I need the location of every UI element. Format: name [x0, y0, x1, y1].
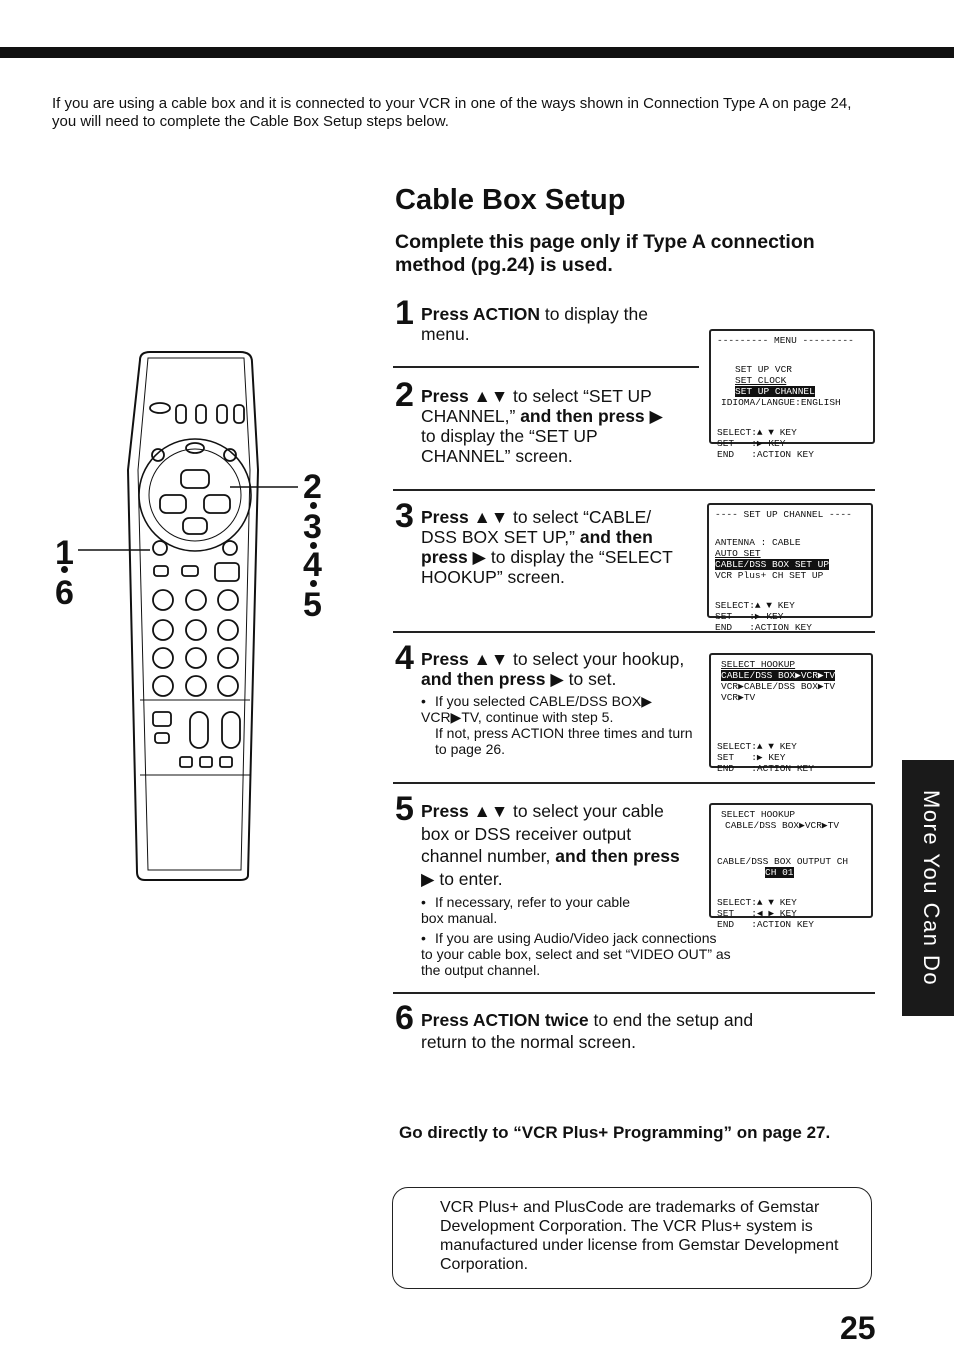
step-number: 2 — [395, 376, 414, 414]
page-title: Cable Box Setup — [395, 184, 626, 216]
screen-footer: END :ACTION KEY — [717, 449, 814, 460]
screen-line: VCR▶TV — [721, 692, 756, 703]
screen-line: SELECT HOOKUP — [721, 809, 796, 820]
step-note: If you selected CABLE/DSS BOX▶ VCR▶TV, c… — [421, 693, 652, 725]
screen-highlight: SET UP CHANNEL — [735, 386, 815, 397]
callout-step-6: 6 — [55, 574, 74, 612]
step-note: If not, press ACTION three times and tur… — [435, 725, 693, 757]
step-action: Press ACTION twice — [421, 1010, 589, 1030]
step-number: 5 — [395, 790, 414, 828]
screen-line: IDIOMA/LANGUE:ENGLISH — [721, 397, 841, 408]
top-rule — [0, 47, 954, 58]
step-action: and then press — [520, 406, 645, 426]
step-number: 3 — [395, 497, 414, 535]
step-text: to select your hookup, — [508, 649, 685, 669]
page-subtitle: Complete this page only if Type A connec… — [395, 231, 815, 276]
screen-footer: END :ACTION KEY — [717, 919, 814, 930]
screen-line: AUTO SET — [715, 548, 761, 559]
step-text: to select “CABLE/ DSS BOX SET UP,” — [421, 507, 652, 547]
trademark-text: VCR Plus+ and PlusCode are trademarks of… — [440, 1199, 839, 1273]
step-action: Press ACTION — [421, 304, 540, 324]
section-side-tab: More You Can Do — [902, 760, 954, 1016]
callout-step-4: 4 — [303, 546, 322, 584]
step-action: and then press ▶ — [421, 527, 653, 567]
screen-line: SET UP VCR — [735, 364, 793, 375]
side-tab-label: More You Can Do — [919, 789, 944, 987]
step-note: If necessary, refer to your cable box ma… — [421, 894, 631, 926]
screen-footer: END :ACTION KEY — [717, 763, 814, 774]
callout-step-1: 1 — [55, 534, 74, 572]
screen-footer: SET :◀ ▶ KEY — [717, 908, 797, 919]
step-action: Press ▲▼ — [421, 649, 509, 669]
screen-footer: SET :▶ KEY — [715, 611, 784, 622]
screen-highlight: CH 01 — [765, 867, 794, 878]
screen-footer: SET :▶ KEY — [717, 752, 786, 763]
screen-line: SET CLOCK — [735, 375, 787, 386]
screen-footer: SELECT:▲ ▼ KEY — [717, 897, 797, 908]
screen-footer: SELECT:▲ ▼ KEY — [715, 600, 795, 611]
step-text: to select your cable box or DSS receiver… — [421, 801, 664, 866]
step-text: to enter. — [434, 868, 503, 889]
callout-dot — [310, 542, 317, 549]
step-text: to set. — [563, 669, 617, 689]
screen-line: CABLE/DSS BOX OUTPUT CH — [717, 856, 849, 867]
step-action: and then press ▶ — [421, 846, 680, 889]
screen-header: ---- SET UP CHANNEL ---- — [715, 509, 852, 520]
screen-footer: SET :▶ KEY — [717, 438, 786, 449]
divider — [393, 366, 699, 368]
callout-step-5: 5 — [303, 586, 322, 624]
goto-instruction: Go directly to “VCR Plus+ Programming” o… — [399, 1123, 831, 1142]
callout-dot — [61, 566, 68, 573]
screen-line: CABLE/DSS BOX▶VCR▶TV — [725, 820, 840, 831]
divider — [393, 631, 875, 633]
step-number: 4 — [395, 639, 414, 677]
callout-dot — [310, 580, 317, 587]
divider — [393, 782, 875, 784]
callout-dot — [310, 502, 317, 509]
screen-highlight: CABLE/DSS BOX SET UP — [715, 559, 830, 570]
screen-line: ANTENNA : CABLE — [715, 537, 801, 548]
step-text: to display the menu. — [421, 304, 648, 344]
screen-footer: SELECT:▲ ▼ KEY — [717, 427, 797, 438]
step-action: Press ▲▼ — [421, 801, 509, 821]
callout-step-3: 3 — [303, 508, 322, 546]
step-action: Press ▲▼ — [421, 386, 509, 406]
screen-line: SELECT HOOKUP — [721, 659, 796, 670]
step-action: Press ▲▼ — [421, 507, 509, 527]
screen-line: VCR Plus+ CH SET UP — [715, 570, 824, 581]
remote-control-illustration — [78, 351, 298, 881]
step-text: to select “SET UP CHANNEL,” — [421, 386, 652, 426]
step-text: to end the setup and return to the norma… — [421, 1010, 754, 1052]
divider — [393, 992, 875, 994]
screen-footer: SELECT:▲ ▼ KEY — [717, 741, 797, 752]
callout-step-2: 2 — [303, 468, 322, 506]
step-number: 6 — [395, 999, 414, 1037]
trademark-box — [392, 1187, 872, 1289]
setup-channel-screen: ---- SET UP CHANNEL ---- ANTENNA : CABLE… — [707, 503, 873, 633]
screen-highlight: CABLE/DSS BOX▶VCR▶TV — [721, 670, 836, 681]
screen-header: --------- MENU --------- — [717, 335, 854, 346]
step-text: ▶ to display the “SET UP CHANNEL” screen… — [421, 406, 663, 466]
screen-footer: END :ACTION KEY — [715, 622, 812, 633]
step-text: to display the “SELECT HOOKUP” screen. — [421, 547, 673, 587]
step-action: and then press ▶ — [421, 669, 564, 689]
divider — [393, 489, 875, 491]
step-number: 1 — [395, 294, 414, 332]
intro-text: If you are using a cable box and it is c… — [52, 95, 852, 130]
page-number: 25 — [840, 1310, 876, 1346]
step-note: If you are using Audio/Video jack connec… — [421, 930, 731, 978]
screen-line: VCR▶CABLE/DSS BOX▶TV — [721, 681, 836, 692]
